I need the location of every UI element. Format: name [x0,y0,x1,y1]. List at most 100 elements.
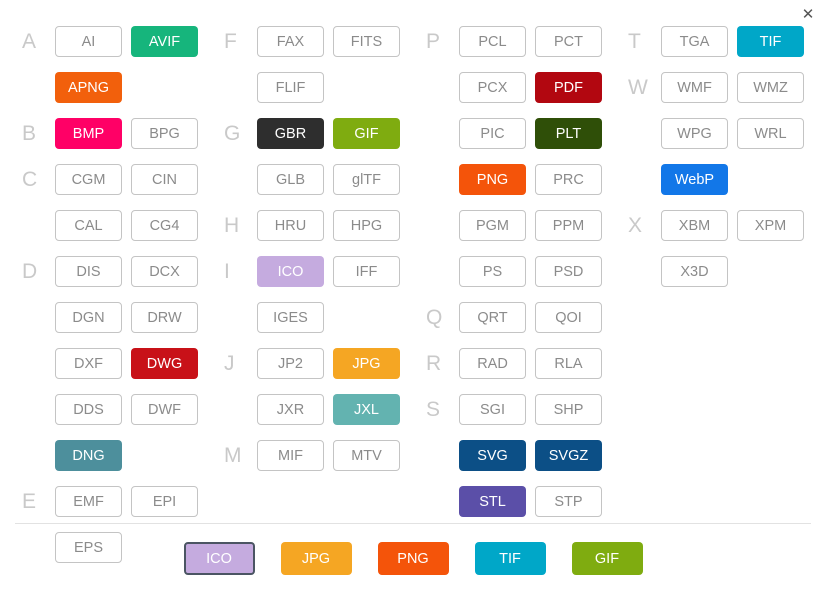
format-button-dis[interactable]: DIS [55,256,122,287]
format-button-stl[interactable]: STL [459,486,526,517]
format-button-flif[interactable]: FLIF [257,72,324,103]
format-button-pcx[interactable]: PCX [459,72,526,103]
letter-group-i: I ICO IFF IGES [224,256,409,333]
format-button-psd[interactable]: PSD [535,256,602,287]
format-button-drw[interactable]: DRW [131,302,198,333]
format-button-qrt[interactable]: QRT [459,302,526,333]
format-button-dds[interactable]: DDS [55,394,122,425]
format-button-gltf[interactable]: glTF [333,164,400,195]
format-button-webp[interactable]: WebP [661,164,728,195]
format-row: WPG WRL [661,118,813,149]
format-button-xpm[interactable]: XPM [737,210,804,241]
format-button-gbr[interactable]: GBR [257,118,324,149]
format-button-gif[interactable]: GIF [333,118,400,149]
format-button-sgi[interactable]: SGI [459,394,526,425]
format-row: BMP BPG [55,118,207,149]
letter-label-h: H [224,214,240,237]
format-button-cin[interactable]: CIN [131,164,198,195]
format-button-glb[interactable]: GLB [257,164,324,195]
format-button-pdf[interactable]: PDF [535,72,602,103]
letter-label-w: W [628,76,648,99]
format-button-dng[interactable]: DNG [55,440,122,471]
format-row: XBM XPM [661,210,813,241]
format-button-wmz[interactable]: WMZ [737,72,804,103]
format-button-jp2[interactable]: JP2 [257,348,324,379]
format-button-x3d[interactable]: X3D [661,256,728,287]
format-button-bpg[interactable]: BPG [131,118,198,149]
format-button-prc[interactable]: PRC [535,164,602,195]
format-button-shp[interactable]: SHP [535,394,602,425]
target-format-button-png[interactable]: PNG [377,542,449,575]
target-format-bar: ICO JPG PNG TIF GIF [0,542,826,575]
format-button-dcx[interactable]: DCX [131,256,198,287]
format-button-qoi[interactable]: QOI [535,302,602,333]
letter-label-x: X [628,214,643,237]
format-row: PIC PLT [459,118,611,149]
format-button-dgn[interactable]: DGN [55,302,122,333]
format-button-hpg[interactable]: HPG [333,210,400,241]
format-button-pct[interactable]: PCT [535,26,602,57]
letter-label-i: I [224,260,230,283]
format-button-fax[interactable]: FAX [257,26,324,57]
format-button-cal[interactable]: CAL [55,210,122,241]
format-button-plt[interactable]: PLT [535,118,602,149]
format-button-iff[interactable]: IFF [333,256,400,287]
format-button-pcl[interactable]: PCL [459,26,526,57]
format-button-rla[interactable]: RLA [535,348,602,379]
format-button-hru[interactable]: HRU [257,210,324,241]
format-button-xbm[interactable]: XBM [661,210,728,241]
format-button-bmp[interactable]: BMP [55,118,122,149]
letter-label-g: G [224,122,241,145]
close-icon[interactable]: ✕ [801,5,815,23]
format-button-mtv[interactable]: MTV [333,440,400,471]
format-button-jxr[interactable]: JXR [257,394,324,425]
format-button-ai[interactable]: AI [55,26,122,57]
format-button-emf[interactable]: EMF [55,486,122,517]
format-button-jxl[interactable]: JXL [333,394,400,425]
format-button-dxf[interactable]: DXF [55,348,122,379]
format-row: CAL CG4 [55,210,207,241]
format-row: DNG [55,440,207,471]
format-button-ico[interactable]: ICO [257,256,324,287]
format-row: EPS [55,532,207,563]
target-format-button-tif[interactable]: TIF [474,542,546,575]
format-button-ppm[interactable]: PPM [535,210,602,241]
format-button-ps[interactable]: PS [459,256,526,287]
format-row: FAX FITS [257,26,409,57]
format-button-tga[interactable]: TGA [661,26,728,57]
format-button-wrl[interactable]: WRL [737,118,804,149]
format-button-dwf[interactable]: DWF [131,394,198,425]
format-button-iges[interactable]: IGES [257,302,324,333]
format-button-dwg[interactable]: DWG [131,348,198,379]
letter-label-c: C [22,168,38,191]
format-button-eps[interactable]: EPS [55,532,122,563]
format-button-rad[interactable]: RAD [459,348,526,379]
format-button-wmf[interactable]: WMF [661,72,728,103]
target-format-button-gif[interactable]: GIF [571,542,643,575]
format-button-tif[interactable]: TIF [737,26,804,57]
format-button-png[interactable]: PNG [459,164,526,195]
format-button-pic[interactable]: PIC [459,118,526,149]
format-button-wpg[interactable]: WPG [661,118,728,149]
format-button-epi[interactable]: EPI [131,486,198,517]
format-button-jpg[interactable]: JPG [333,348,400,379]
format-row: DIS DCX [55,256,207,287]
format-button-avif[interactable]: AVIF [131,26,198,57]
format-button-cgm[interactable]: CGM [55,164,122,195]
target-format-button-jpg[interactable]: JPG [280,542,352,575]
target-format-button-ico[interactable]: ICO [183,542,255,575]
format-button-apng[interactable]: APNG [55,72,122,103]
format-button-stp[interactable]: STP [535,486,602,517]
format-button-svg[interactable]: SVG [459,440,526,471]
format-button-svgz[interactable]: SVGZ [535,440,602,471]
format-button-fits[interactable]: FITS [333,26,400,57]
format-button-mif[interactable]: MIF [257,440,324,471]
format-button-pgm[interactable]: PGM [459,210,526,241]
format-button-cg4[interactable]: CG4 [131,210,198,241]
